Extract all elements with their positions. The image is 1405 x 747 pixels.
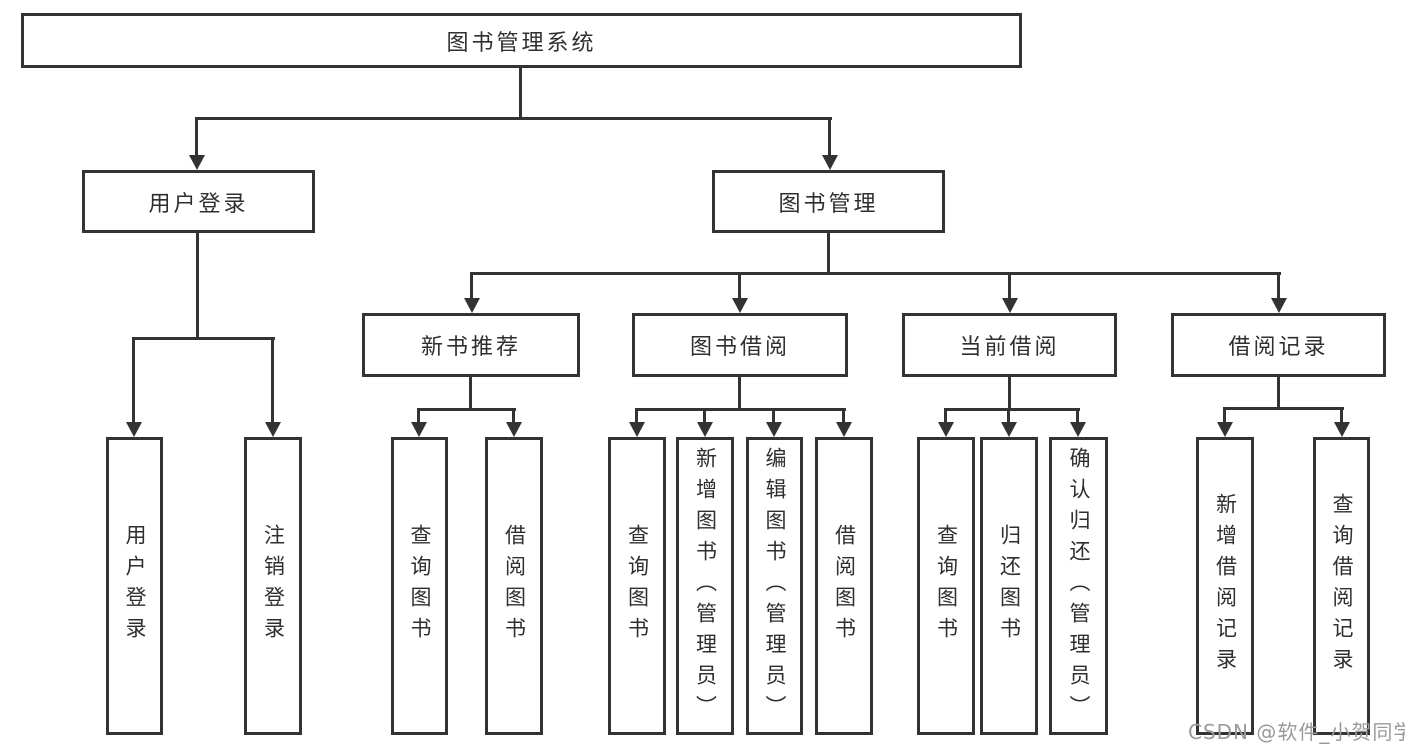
node-label: 图书管理系统 (446, 30, 597, 56)
arrow-down-icon (697, 422, 713, 437)
node-current-borrowing: 当前借阅 (902, 313, 1117, 377)
leaf-user-login: 用户登录 (106, 437, 163, 735)
node-label: 图书借阅 (689, 335, 790, 360)
leaf-query-borrow-record: 查询借阅记录 (1313, 437, 1370, 735)
arrow-down-icon (836, 422, 852, 437)
arrow-down-icon (1217, 422, 1233, 437)
connector-line (195, 117, 198, 155)
arrow-down-icon (1070, 422, 1086, 437)
leaf-borrow-books-recommend: 借阅图书 (485, 437, 543, 735)
connector-line (635, 408, 638, 422)
connector-line (738, 272, 741, 298)
leaf-edit-books-admin: 编辑图书（管理员） (746, 437, 803, 735)
leaf-confirm-return-admin: 确认归还（管理员） (1049, 437, 1108, 735)
node-book-borrowing: 图书借阅 (632, 313, 848, 377)
leaf-logout: 注销登录 (244, 437, 302, 735)
connector-line (132, 337, 275, 340)
connector-line (738, 377, 741, 408)
connector-line (944, 408, 1080, 411)
leaf-return-books: 归还图书 (980, 437, 1038, 735)
node-book-management: 图书管理 (712, 170, 945, 233)
connector-line (1223, 407, 1344, 410)
node-library-management-system: 图书管理系统 (21, 13, 1022, 68)
node-new-book-recommendation: 新书推荐 (362, 313, 580, 377)
leaf-query-books-recommend: 查询图书 (391, 437, 448, 735)
leaf-label: 新增图书（管理员） (693, 446, 718, 726)
connector-line (1277, 377, 1280, 407)
connector-line (635, 408, 846, 411)
arrow-down-icon (1271, 298, 1287, 313)
connector-line (1223, 407, 1226, 422)
arrow-down-icon (732, 298, 748, 313)
node-label: 当前借阅 (959, 335, 1060, 360)
connector-line (470, 272, 1281, 275)
connector-line (828, 117, 831, 155)
connector-line (512, 408, 515, 422)
node-label: 图书管理 (778, 191, 879, 217)
leaf-label: 查询借阅记录 (1330, 493, 1354, 679)
arrow-down-icon (629, 422, 645, 437)
arrow-down-icon (1001, 422, 1017, 437)
node-label: 新书推荐 (420, 335, 521, 360)
arrow-down-icon (1334, 422, 1350, 437)
arrow-down-icon (411, 422, 427, 437)
arrow-down-icon (506, 422, 522, 437)
leaf-query-books-borrowing: 查询图书 (608, 437, 666, 735)
connector-line (1008, 377, 1011, 408)
arrow-down-icon (1002, 298, 1018, 313)
leaf-query-books-current: 查询图书 (917, 437, 975, 735)
node-label: 用户登录 (148, 191, 249, 217)
arrow-down-icon (126, 422, 142, 437)
leaf-label: 确认归还（管理员） (1067, 446, 1091, 726)
leaf-label: 用户登录 (123, 524, 147, 648)
arrow-down-icon (464, 298, 480, 313)
connector-line (417, 408, 516, 411)
node-user-login: 用户登录 (82, 170, 315, 233)
node-borrowing-records: 借阅记录 (1171, 313, 1386, 377)
leaf-add-books-admin: 新增图书（管理员） (676, 437, 734, 735)
node-label: 借阅记录 (1228, 335, 1329, 360)
leaf-label: 归还图书 (997, 524, 1022, 648)
connector-line (469, 377, 472, 408)
leaf-label: 注销登录 (261, 524, 286, 648)
connector-line (1007, 408, 1010, 422)
connector-line (132, 337, 135, 422)
arrow-down-icon (265, 422, 281, 437)
leaf-borrow-books-borrowing: 借阅图书 (815, 437, 873, 735)
watermark-text: CSDN @软件_小贺同学 (1188, 720, 1405, 744)
connector-line (842, 408, 845, 422)
connector-line (470, 272, 473, 298)
connector-line (417, 408, 420, 422)
connector-line (772, 408, 775, 422)
leaf-label: 借阅图书 (832, 524, 857, 648)
connector-line (827, 233, 830, 272)
connector-line (1076, 408, 1079, 422)
connector-line (944, 408, 947, 422)
leaf-label: 借阅图书 (502, 524, 527, 648)
leaf-label: 编辑图书（管理员） (763, 446, 787, 726)
leaf-label: 查询图书 (625, 524, 650, 648)
leaf-label: 新增借阅记录 (1213, 493, 1238, 679)
connector-line (1340, 407, 1343, 422)
connector-line (195, 117, 832, 120)
arrow-down-icon (822, 155, 838, 170)
connector-line (519, 68, 522, 117)
arrow-down-icon (766, 422, 782, 437)
leaf-label: 查询图书 (408, 524, 432, 648)
connector-line (703, 408, 706, 422)
leaf-add-borrow-record: 新增借阅记录 (1196, 437, 1254, 735)
arrow-down-icon (189, 155, 205, 170)
connector-line (1008, 272, 1011, 298)
connector-line (271, 337, 274, 422)
leaf-label: 查询图书 (934, 524, 959, 648)
arrow-down-icon (938, 422, 954, 437)
connector-line (1277, 272, 1280, 298)
connector-line (196, 233, 199, 337)
